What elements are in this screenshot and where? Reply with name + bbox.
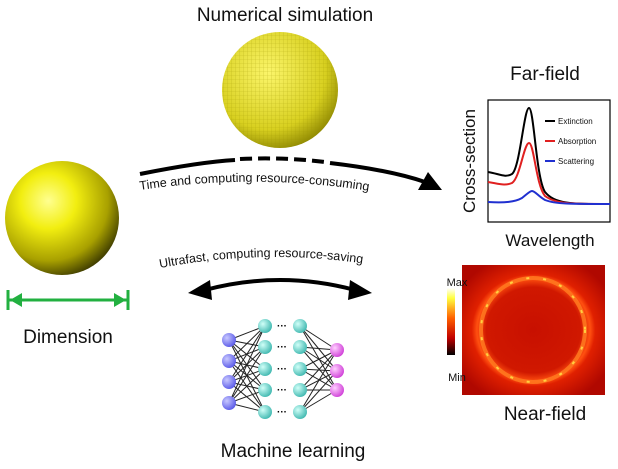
hidden-node xyxy=(258,340,272,354)
scattering-curve xyxy=(487,189,611,205)
dimension-label: Dimension xyxy=(23,327,113,348)
near-field-map xyxy=(462,265,605,395)
connection xyxy=(228,325,266,404)
output-node xyxy=(330,364,344,378)
connection xyxy=(299,370,338,413)
hidden-node xyxy=(293,383,307,397)
forward-arrow-label: Time and computing resource-consuming xyxy=(138,171,370,194)
input-node xyxy=(222,354,236,368)
hidden-node xyxy=(293,405,307,419)
ellipsis: ··· xyxy=(277,321,287,332)
sphere xyxy=(5,161,119,275)
hidden-node xyxy=(258,383,272,397)
x-axis-label: Wavelength xyxy=(505,231,594,250)
legend: Extinction Absorption Scattering xyxy=(545,117,596,166)
bidirectional-arrow xyxy=(188,278,372,300)
legend-absorption: Absorption xyxy=(558,137,596,146)
colorbar xyxy=(447,288,455,355)
simulation-title: Numerical simulation xyxy=(197,5,373,26)
ellipsis: ··· xyxy=(277,342,287,353)
near-field-title: Near-field xyxy=(504,404,586,425)
hidden-node xyxy=(293,362,307,376)
extinction-curve xyxy=(487,106,611,205)
ellipsis: ··· xyxy=(277,385,287,396)
output-node xyxy=(330,343,344,357)
machine-learning-label: Machine learning xyxy=(221,441,366,462)
far-field-plot: Extinction Absorption Scattering Cross-s… xyxy=(460,99,611,250)
neural-network: ··· ··· ··· ··· ··· xyxy=(222,319,344,419)
ellipsis: ··· xyxy=(277,407,287,418)
connection xyxy=(299,349,338,413)
hidden-node xyxy=(258,319,272,333)
colorbar-max: Max xyxy=(447,277,468,289)
legend-extinction: Extinction xyxy=(558,117,593,126)
ellipsis: ··· xyxy=(277,364,287,375)
voxel-sphere xyxy=(222,32,338,148)
backward-arrow-label: Ultrafast, computing resource-saving xyxy=(158,246,364,271)
connection xyxy=(228,368,266,404)
absorption-curve xyxy=(487,141,611,205)
connection xyxy=(299,346,338,391)
y-axis-label: Cross-section xyxy=(460,109,479,213)
connection xyxy=(299,325,338,391)
connection xyxy=(299,349,338,391)
hidden-node xyxy=(258,405,272,419)
hidden-node xyxy=(293,319,307,333)
input-node xyxy=(222,375,236,389)
connection xyxy=(228,325,266,362)
input-node xyxy=(222,396,236,410)
hidden-node xyxy=(258,362,272,376)
input-node xyxy=(222,333,236,347)
far-field-title: Far-field xyxy=(510,64,580,85)
connection xyxy=(228,325,266,383)
dimension-arrow xyxy=(6,290,130,310)
connection xyxy=(299,389,338,413)
connection xyxy=(299,325,338,351)
colorbar-min: Min xyxy=(448,372,466,384)
connection xyxy=(228,346,266,404)
forward-arrow xyxy=(139,156,442,190)
legend-scattering: Scattering xyxy=(558,157,594,166)
connection xyxy=(299,368,338,391)
hidden-node xyxy=(293,340,307,354)
output-node xyxy=(330,383,344,397)
